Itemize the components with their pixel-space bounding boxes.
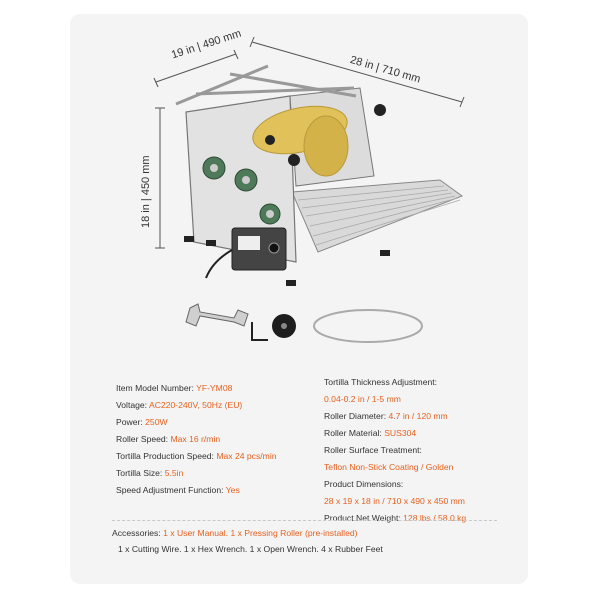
- bearing-upper-hub: [210, 164, 218, 172]
- accessories-line-2: 1 x Cutting Wire. 1 x Hex Wrench. 1 x Op…: [118, 544, 383, 554]
- bearing-lower-hub: [266, 210, 274, 218]
- spec-thickness-label: Tortilla Thickness Adjustment:: [324, 377, 438, 387]
- rubber-foot-icon-hole: [281, 323, 287, 329]
- spec-thickness-value: 0.04-0.2 in / 1-5 mm: [324, 394, 401, 404]
- spec-weight: Product Net Weight: 128 lbs / 58.0 kg: [324, 513, 467, 523]
- rubber-foot: [184, 236, 194, 242]
- rubber-foot: [206, 240, 216, 246]
- depth-dimension-tick-left: [153, 77, 159, 88]
- machine-drawing: [175, 64, 464, 286]
- hex-wrench-icon: [251, 322, 268, 341]
- adjust-knob-top: [374, 104, 386, 116]
- top-rods: [175, 64, 357, 106]
- adjust-knob-middle: [288, 154, 300, 166]
- accessories-drawing: [185, 303, 423, 343]
- width-dimension-line: [251, 41, 463, 103]
- open-wrench-icon: [185, 303, 249, 327]
- adjust-knob-left: [265, 135, 275, 145]
- spec-voltage: Voltage: AC220-240V, 50Hz (EU): [116, 400, 243, 410]
- specs-left: Item Model Number: YF-YM08 Voltage: AC22…: [116, 380, 277, 499]
- control-box-label: [238, 236, 260, 250]
- rubber-foot: [286, 280, 296, 286]
- spec-production-speed: Tortilla Production Speed: Max 24 pcs/mi…: [116, 451, 277, 461]
- speed-dial: [268, 242, 280, 254]
- depth-dimension-line: [155, 53, 237, 83]
- conveyor-mesh: [297, 185, 461, 246]
- spec-material: Roller Material: SUS304: [324, 428, 417, 438]
- dimension-lines: [153, 36, 465, 249]
- width-dimension-tick-left: [249, 36, 255, 48]
- rubber-foot: [380, 250, 390, 256]
- spec-speed-adjustment: Speed Adjustment Function: Yes: [116, 485, 240, 495]
- power-cord: [205, 249, 233, 279]
- specs-right: Tortilla Thickness Adjustment: 0.04-0.2 …: [324, 374, 466, 527]
- spec-diameter: Roller Diameter: 4.7 in / 120 mm: [324, 411, 448, 421]
- width-dimension-tick-right: [459, 96, 465, 108]
- cutting-wire-icon: [313, 309, 423, 343]
- accessories-items-1: 1 x User Manual. 1 x Pressing Roller (pr…: [163, 528, 358, 538]
- spec-dimensions-value: 28 x 19 x 18 in / 710 x 490 x 450 mm: [324, 496, 465, 506]
- spec-surface-label: Roller Surface Treatment:: [324, 445, 422, 455]
- golden-roller-end: [303, 115, 349, 177]
- depth-dimension-tick-right: [233, 49, 239, 60]
- accessories-label: Accessories:: [112, 528, 164, 538]
- accessories-line-1: Accessories: 1 x User Manual. 1 x Pressi…: [112, 528, 358, 538]
- spec-power: Power: 250W: [116, 417, 168, 427]
- spec-dimensions-label: Product Dimensions:: [324, 479, 404, 489]
- spec-tortilla-size: Tortilla Size: 5.5in: [116, 468, 184, 478]
- spec-surface-value: Teflon Non-Stick Coating / Golden: [324, 462, 454, 472]
- accessories-divider: [112, 520, 497, 521]
- height-dimension-label: 18 in | 450 mm: [140, 155, 152, 228]
- spec-roller-speed: Roller Speed: Max 16 r/min: [116, 434, 221, 444]
- spec-model: Item Model Number: YF-YM08: [116, 383, 233, 393]
- bearing-middle-hub: [242, 176, 250, 184]
- conveyor-belt: [291, 179, 464, 253]
